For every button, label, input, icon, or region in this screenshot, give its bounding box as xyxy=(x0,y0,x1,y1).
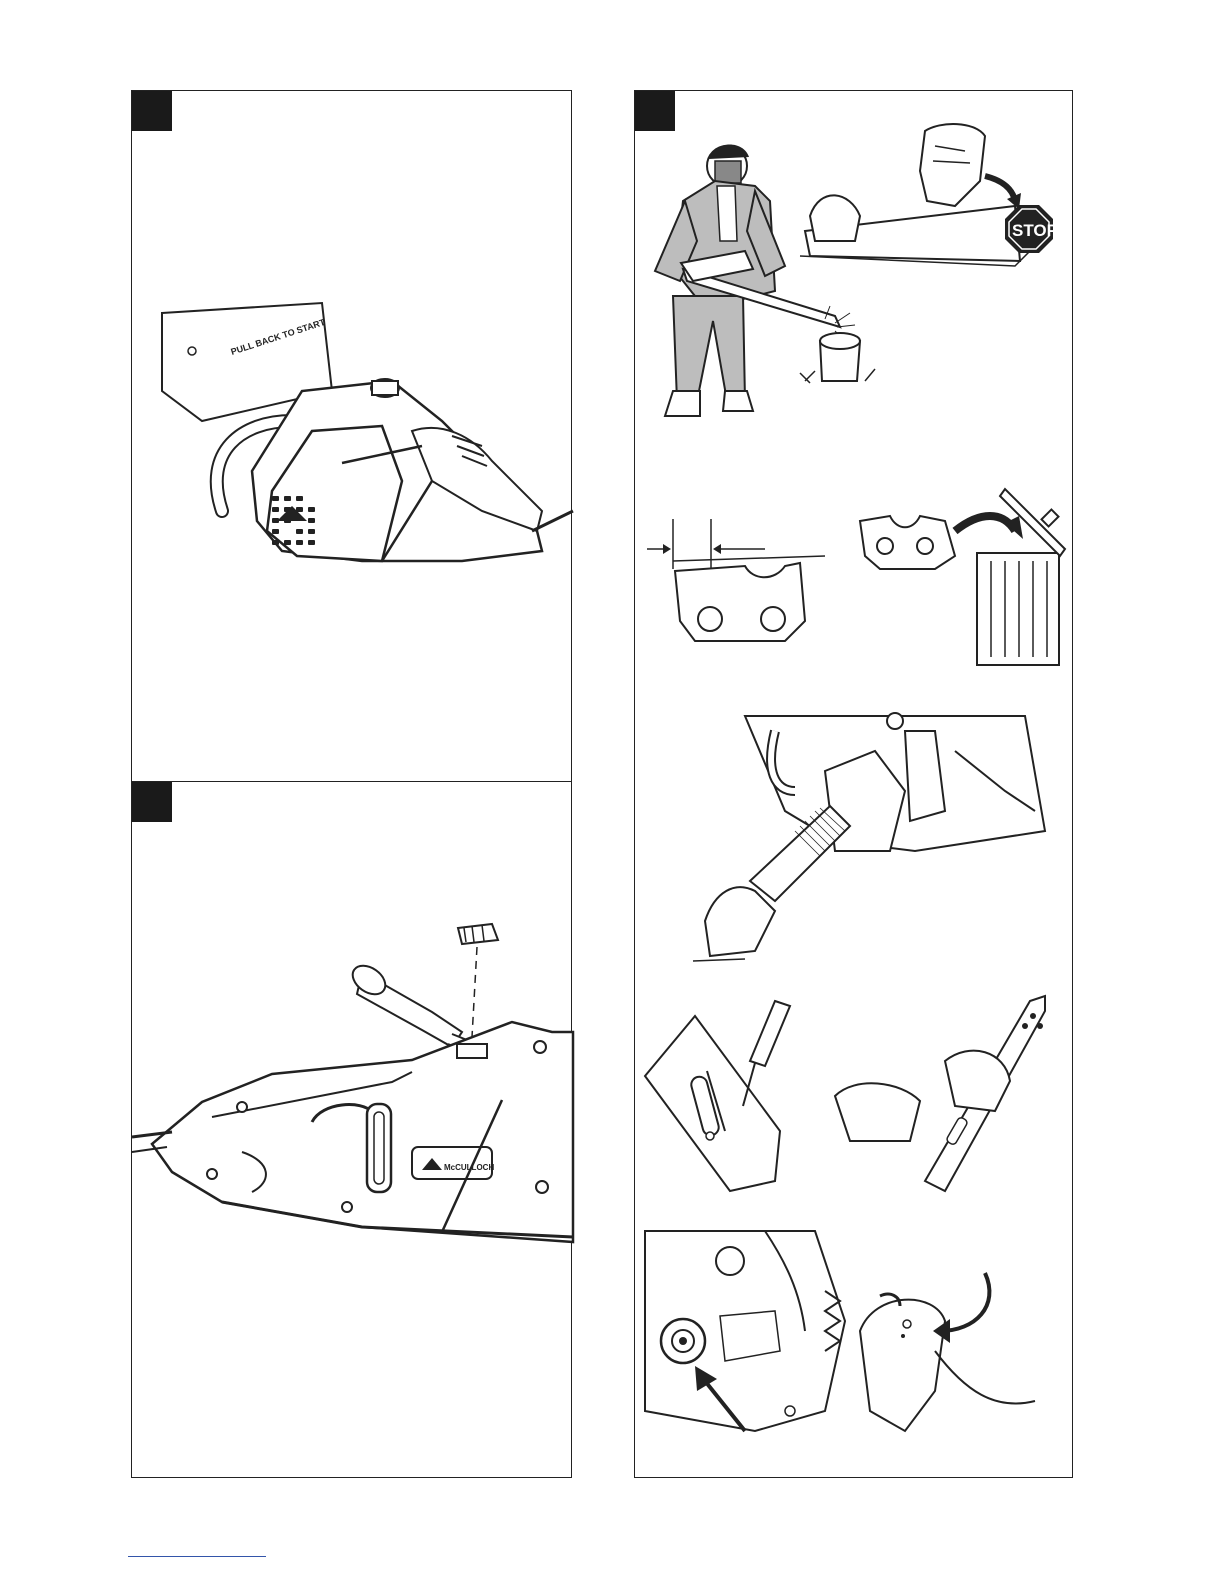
oil-cap-icon xyxy=(458,924,498,944)
guide-bar-groove-cleaning-illustration xyxy=(645,1001,790,1191)
brake-release-illustration: STOP xyxy=(800,124,1058,266)
chain-tension-adjust-illustration xyxy=(645,1231,845,1431)
stop-sign-icon: STOP xyxy=(1005,205,1058,253)
sprocket-lubrication-illustration xyxy=(860,1273,1035,1431)
chain-wear-gauge-illustration xyxy=(647,519,825,641)
vent-cleaning-illustration xyxy=(693,713,1045,961)
oil-bottle-icon xyxy=(347,960,467,1050)
chainsaw-top-view-illustration: PULL BACK TO START xyxy=(132,91,573,783)
panel-right: STOP xyxy=(634,90,1073,1478)
svg-text:STOP: STOP xyxy=(1012,221,1058,240)
operator-cutting-stump-illustration: STOP xyxy=(635,91,1074,1479)
oil-refill-illustration: McCULLOCH xyxy=(132,782,573,1479)
tree-stump-icon xyxy=(800,333,875,383)
panel-bottom-left: McCULLOCH xyxy=(131,781,572,1478)
footer-rule xyxy=(128,1556,266,1557)
guide-bar-inspection-illustration xyxy=(835,996,1045,1191)
panel-top-left: PULL BACK TO START xyxy=(131,90,572,782)
